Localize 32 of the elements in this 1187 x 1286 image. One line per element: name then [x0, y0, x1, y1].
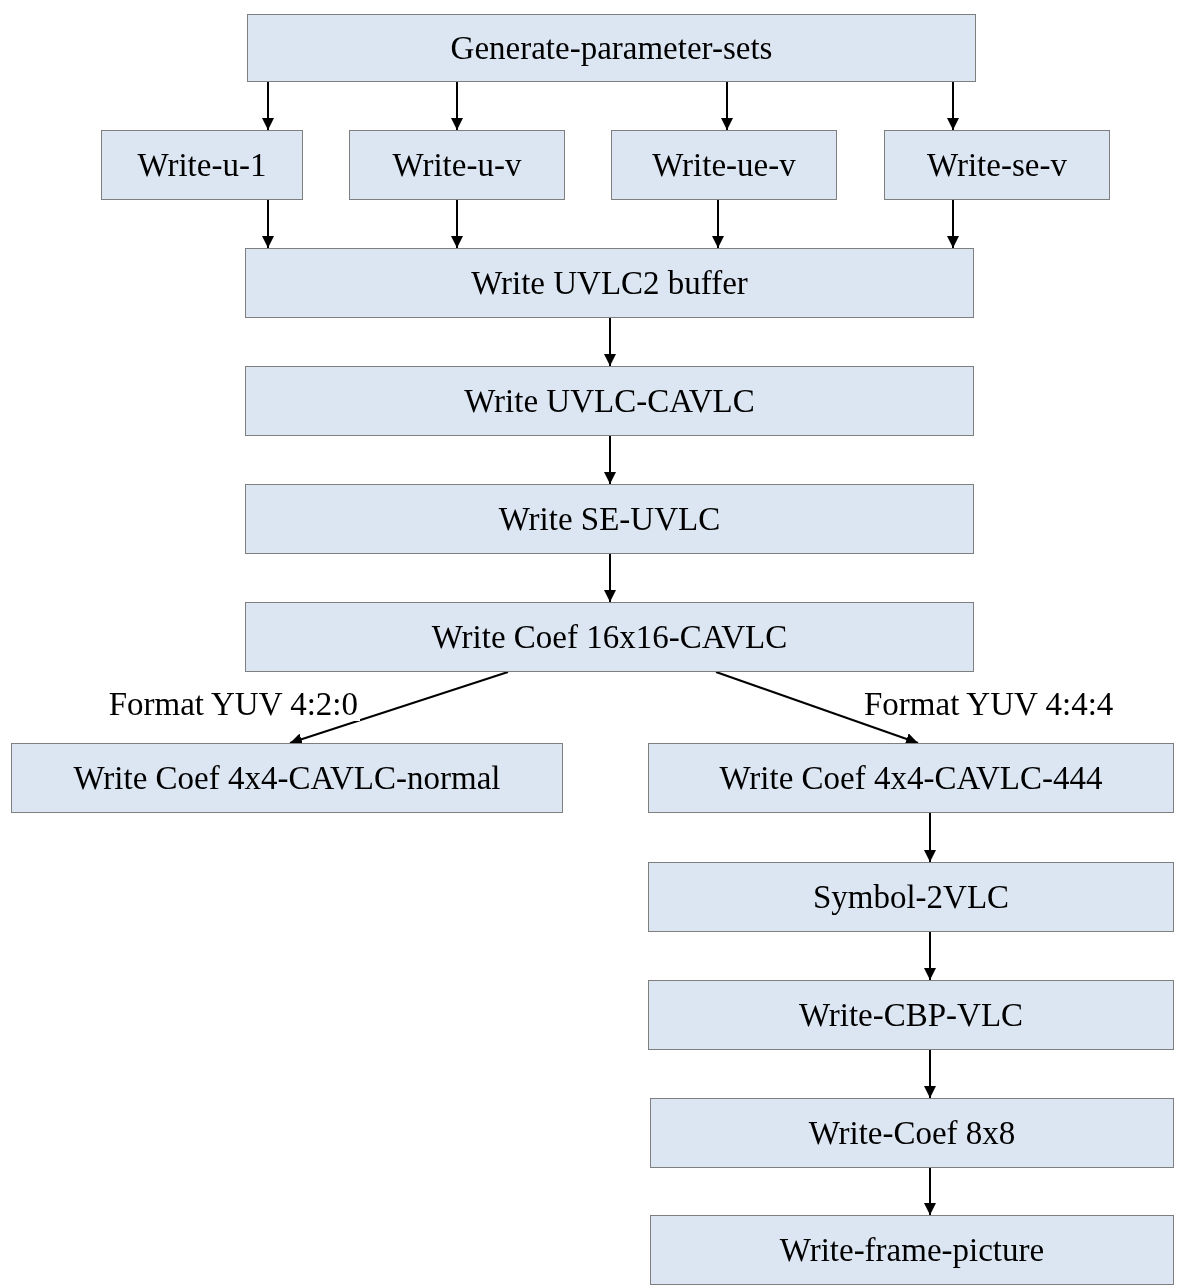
process-box: Write-u-1 [101, 130, 303, 200]
arrow [712, 199, 724, 249]
arrow [262, 199, 274, 249]
arrow [451, 81, 463, 131]
arrow [604, 435, 616, 485]
process-box: Write-ue-v [611, 130, 837, 200]
process-box: Write Coef 4x4-CAVLC-normal [11, 743, 563, 813]
arrow [715, 671, 919, 745]
process-box: Write-CBP-VLC [648, 980, 1174, 1050]
arrow [947, 81, 959, 131]
arrow [924, 812, 936, 863]
arrow [289, 671, 509, 745]
process-box: Generate-parameter-sets [247, 14, 976, 82]
process-box: Write Coef 16x16-CAVLC [245, 602, 974, 672]
process-box: Write UVLC-CAVLC [245, 366, 974, 436]
arrow [924, 1049, 936, 1099]
process-box: Write-frame-picture [650, 1215, 1174, 1285]
arrow [604, 317, 616, 367]
arrow [451, 199, 463, 249]
arrow [262, 81, 274, 131]
arrow [604, 553, 616, 603]
arrow [924, 931, 936, 981]
process-box: Write-u-v [349, 130, 565, 200]
process-box: Write UVLC2 buffer [245, 248, 974, 318]
process-box: Write-Coef 8x8 [650, 1098, 1174, 1168]
process-box: Write-se-v [884, 130, 1110, 200]
arrow [721, 81, 733, 131]
process-box: Symbol-2VLC [648, 862, 1174, 932]
process-box: Write Coef 4x4-CAVLC-444 [648, 743, 1174, 813]
arrow [924, 1167, 936, 1216]
arrow [947, 199, 959, 249]
process-box: Write SE-UVLC [245, 484, 974, 554]
